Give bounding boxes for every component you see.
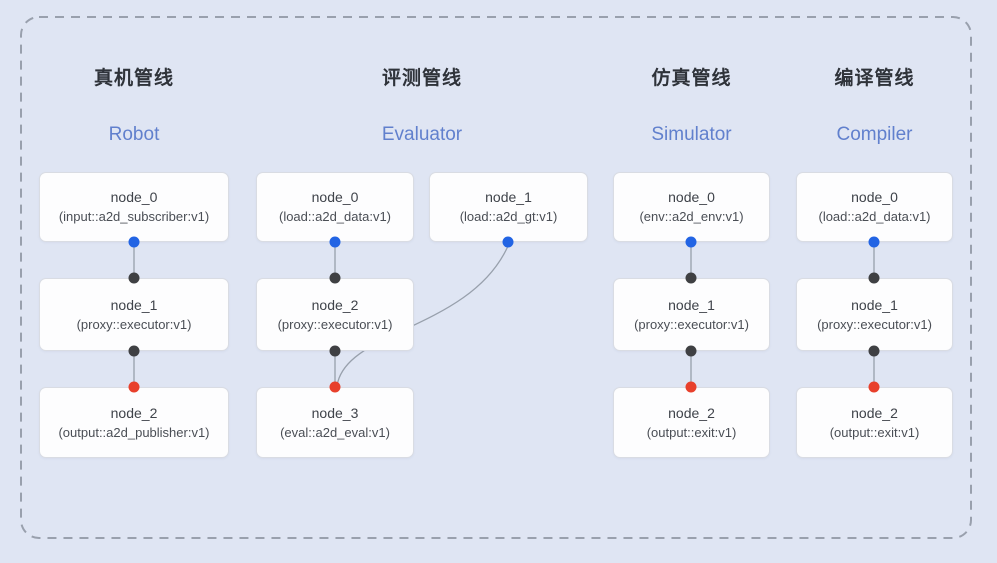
node-name: node_0	[851, 189, 898, 205]
pipeline-title-zh: 编译管线	[834, 68, 915, 89]
node-box-evaluator-node1: node_1 (load::a2d_gt:v1)	[429, 172, 588, 242]
pipeline-title-en: Evaluator	[381, 124, 463, 145]
node-name: node_0	[668, 189, 715, 205]
node-type: (output::a2d_publisher:v1)	[58, 424, 210, 440]
node-box-simulator-node1: node_1 (proxy::executor:v1)	[613, 278, 770, 351]
header-simulator: 仿真管线 Simulator	[613, 63, 770, 153]
node-name: node_2	[668, 404, 715, 421]
node-name: node_2	[311, 296, 359, 313]
node-box-compiler-node1: node_1 (proxy::executor:v1)	[796, 278, 953, 351]
node-type: (proxy::executor:v1)	[817, 316, 932, 332]
node-type: (load::a2d_data:v1)	[278, 209, 392, 224]
node-type: (proxy::executor:v1)	[277, 316, 393, 332]
header-compiler: 编译管线 Compiler	[796, 63, 953, 153]
node-box-robot-node1: node_1 (proxy::executor:v1)	[39, 278, 229, 351]
node-box-evaluator-node3: node_3 (eval::a2d_eval:v1)	[256, 387, 414, 458]
node-box-simulator-node2: node_2 (output::exit:v1)	[613, 387, 770, 458]
node-type: (proxy::executor:v1)	[634, 316, 749, 332]
node-box-evaluator-node2: node_2 (proxy::executor:v1)	[256, 278, 414, 351]
pipeline-title-en: Robot	[108, 124, 160, 145]
node-box-robot-node0: node_0 (input::a2d_subscriber:v1)	[39, 172, 229, 242]
pipeline-title-en: Simulator	[651, 124, 732, 145]
node-type: (load::a2d_gt:v1)	[459, 209, 558, 224]
pipeline-title-en: Compiler	[836, 124, 913, 145]
node-type: (proxy::executor:v1)	[76, 316, 192, 332]
pipeline-title-zh: 仿真管线	[651, 68, 732, 89]
node-box-evaluator-node0: node_0 (load::a2d_data:v1)	[256, 172, 414, 242]
node-box-compiler-node2: node_2 (output::exit:v1)	[796, 387, 953, 458]
node-name: node_3	[311, 404, 359, 421]
node-name: node_1	[485, 189, 532, 205]
node-type: (env::a2d_env:v1)	[639, 209, 744, 224]
node-name: node_2	[110, 404, 158, 421]
pipeline-title-zh: 评测管线	[381, 68, 462, 89]
node-type: (input::a2d_subscriber:v1)	[58, 209, 210, 224]
node-name: node_1	[668, 296, 715, 313]
pipeline-title-zh: 真机管线	[93, 68, 174, 89]
header-robot: 真机管线 Robot	[39, 63, 229, 153]
node-name: node_0	[110, 189, 158, 205]
node-box-compiler-node0: node_0 (load::a2d_data:v1)	[796, 172, 953, 242]
node-box-robot-node2: node_2 (output::a2d_publisher:v1)	[39, 387, 229, 458]
node-box-simulator-node0: node_0 (env::a2d_env:v1)	[613, 172, 770, 242]
node-type: (load::a2d_data:v1)	[818, 209, 931, 224]
node-name: node_1	[110, 296, 158, 313]
node-type: (output::exit:v1)	[646, 424, 737, 440]
header-evaluator: 评测管线 Evaluator	[256, 63, 588, 153]
node-name: node_0	[311, 189, 359, 205]
node-name: node_1	[851, 296, 898, 313]
node-type: (output::exit:v1)	[829, 424, 920, 440]
node-name: node_2	[851, 404, 898, 421]
node-type: (eval::a2d_eval:v1)	[280, 424, 390, 440]
